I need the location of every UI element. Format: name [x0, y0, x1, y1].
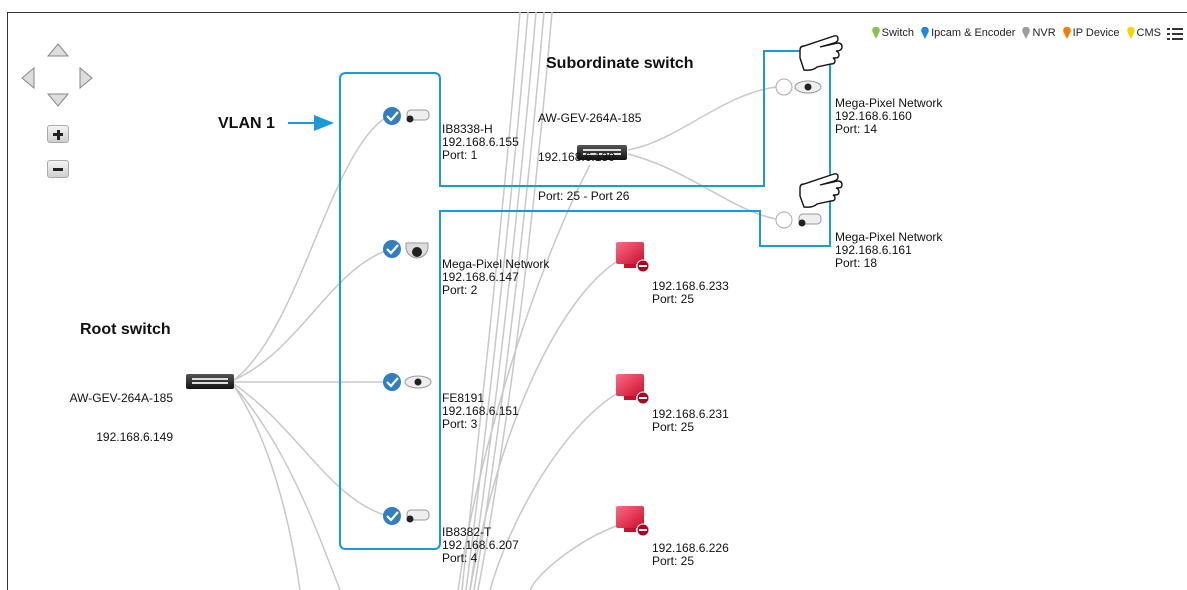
- root-switch-label: AW-GEV-264A-185 192.168.6.149: [58, 366, 173, 457]
- vlan-outline: [339, 50, 831, 550]
- fisheye-camera-icon: [404, 375, 432, 389]
- link-root-dev2: [233, 249, 389, 381]
- check-icon: [383, 240, 401, 258]
- sub-device-1[interactable]: [775, 78, 822, 96]
- subordinate-switch-model: AW-GEV-264A-185: [538, 111, 642, 125]
- subordinate-switch-icon[interactable]: [577, 145, 627, 160]
- bullet-camera-icon: [406, 509, 430, 523]
- legend-item: CMS: [1126, 27, 1161, 39]
- pc-device-2[interactable]: [616, 374, 650, 405]
- legend-label: Switch: [881, 27, 915, 39]
- legend: Switch Ipcam & Encoder NVR IP Device CMS: [869, 27, 1161, 39]
- root-switch-ip: 192.168.6.149: [96, 430, 173, 444]
- vlan-device-2[interactable]: [383, 240, 429, 259]
- vlan-device-1[interactable]: [383, 107, 430, 125]
- hand-pointer-icon: [799, 35, 843, 71]
- connection-lines: [233, 11, 777, 590]
- check-icon: [383, 507, 401, 525]
- subordinate-switch-label: AW-GEV-264A-185 192.168.6.130 Port: 25 -…: [538, 86, 641, 216]
- map-pin-icon: [871, 27, 880, 39]
- bullet-camera-icon: [798, 213, 822, 227]
- check-icon: [383, 373, 401, 391]
- map-pin-icon: [1022, 27, 1031, 39]
- pan-control: [20, 42, 94, 114]
- vlan-label: VLAN 1: [218, 115, 275, 132]
- subordinate-switch-heading: Subordinate switch: [546, 55, 694, 72]
- link-root-down2: [233, 385, 341, 590]
- legend-label: IP Device: [1072, 27, 1120, 39]
- legend-item: IP Device: [1062, 27, 1120, 39]
- topology-canvas-frame: [7, 12, 1187, 590]
- zoom-in-button[interactable]: [47, 125, 69, 143]
- sub-device-2[interactable]: [775, 211, 822, 229]
- legend-item: Switch: [871, 27, 915, 39]
- zoom-out-button[interactable]: [47, 160, 69, 178]
- map-pin-icon: [921, 27, 929, 39]
- pc-device-1[interactable]: [616, 242, 650, 273]
- legend-label: NVR: [1032, 27, 1056, 39]
- unselected-radio-icon: [775, 211, 793, 229]
- link-sub-dev1: [627, 86, 777, 151]
- map-pin-icon: [1062, 27, 1071, 39]
- legend-item: NVR: [1022, 27, 1056, 39]
- legend-item: Ipcam & Encoder: [921, 27, 1015, 39]
- vlan-device-4[interactable]: [383, 507, 430, 525]
- vlan-device-3[interactable]: [383, 373, 432, 391]
- dome-camera-icon: [405, 242, 429, 259]
- pc-device-3[interactable]: [616, 506, 650, 537]
- link-root-down1: [233, 385, 301, 590]
- unselected-radio-icon: [775, 78, 793, 96]
- legend-label: CMS: [1136, 27, 1161, 39]
- map-pin-icon: [1126, 27, 1135, 39]
- pan-up-arrow-icon[interactable]: [46, 42, 70, 58]
- subordinate-switch-ip: 192.168.6.130: [538, 150, 615, 164]
- legend-label: Ipcam & Encoder: [931, 27, 1016, 39]
- pan-down-arrow-icon[interactable]: [46, 92, 70, 108]
- subordinate-switch-ports: Port: 25 - Port 26: [538, 189, 630, 203]
- link-root-dev1: [233, 115, 389, 381]
- check-icon: [383, 107, 401, 125]
- bullet-camera-icon: [406, 109, 430, 123]
- root-switch-heading: Root switch: [80, 321, 171, 338]
- root-switch-model: AW-GEV-264A-185: [69, 391, 173, 405]
- link-root-dev4: [233, 383, 389, 517]
- root-switch-icon[interactable]: [186, 374, 234, 389]
- fisheye-camera-icon: [794, 80, 822, 94]
- pan-left-arrow-icon[interactable]: [20, 66, 36, 90]
- pan-right-arrow-icon[interactable]: [78, 66, 94, 90]
- hand-pointer-icon: [799, 173, 843, 208]
- list-menu-icon[interactable]: [1167, 26, 1183, 42]
